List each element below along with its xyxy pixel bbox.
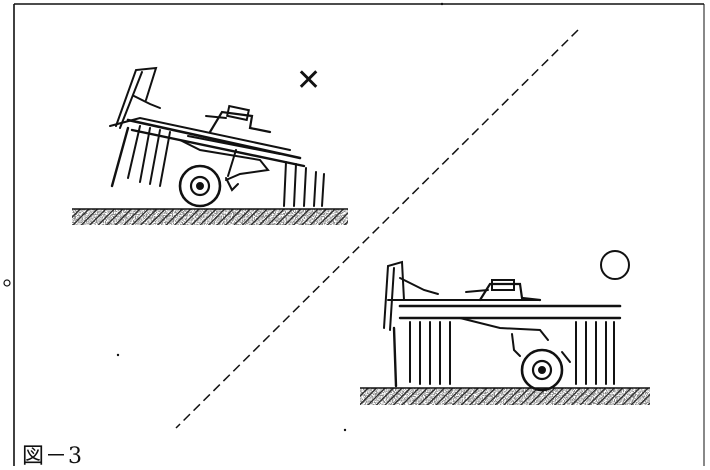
frame-mark [3,279,11,287]
correct-mark-icon [600,250,630,280]
correct-machine [383,260,622,392]
incorrect-machine [109,66,325,208]
figure-caption: 図－3 [22,444,83,469]
incorrect-mark-icon: ✕ [296,63,321,98]
speckles [116,2,444,432]
incorrect-ground [72,208,348,225]
figure-frame [13,3,705,466]
correct-ground [360,387,650,405]
divider-dashed-line [175,29,579,429]
